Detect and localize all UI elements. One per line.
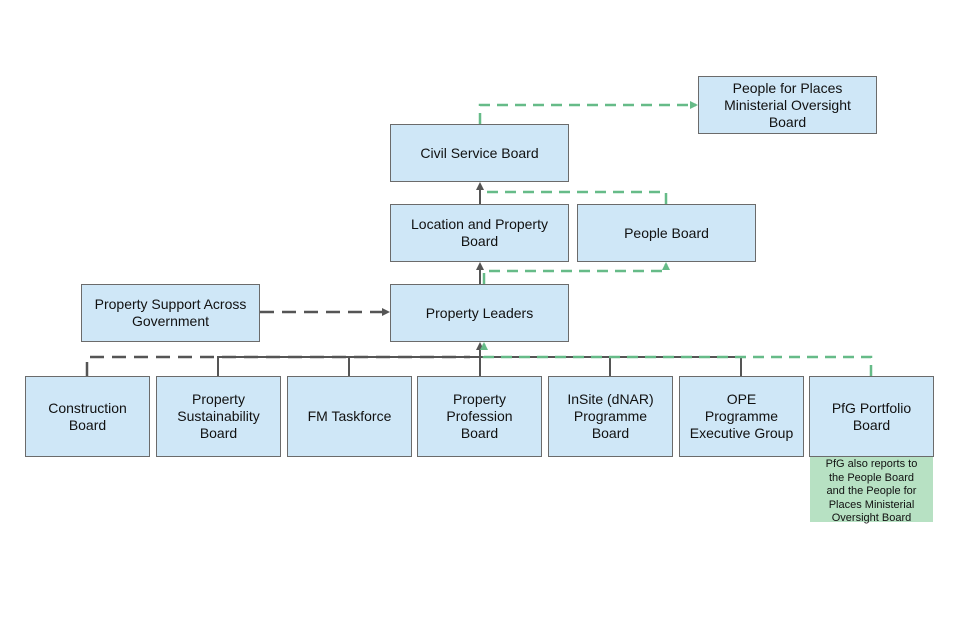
node-property-leaders: Property Leaders: [390, 284, 569, 342]
node-property-support-across-government: Property Support Across Government: [81, 284, 260, 342]
node-people-for-places-board: People for Places Ministerial Oversight …: [698, 76, 877, 134]
node-ope-programme-executive-group: OPE Programme Executive Group: [679, 376, 804, 457]
node-construction-board: Construction Board: [25, 376, 150, 457]
connector-people-board-to-civil-service: [484, 190, 668, 204]
connector-board-bus-solid: [217, 346, 742, 376]
node-pfg-portfolio-board: PfG Portfolio Board: [809, 376, 934, 457]
connector-civil-service-to-people-for-places: [478, 101, 698, 124]
node-fm-taskforce: FM Taskforce: [287, 376, 412, 457]
node-property-sustainability-board: Property Sustainability Board: [156, 376, 281, 457]
node-insite-programme-board: InSite (dNAR) Programme Board: [548, 376, 673, 457]
connector-construction-dashed: [85, 355, 470, 376]
pfg-reporting-note: PfG also reports to the People Board and…: [810, 457, 933, 524]
node-civil-service-board: Civil Service Board: [390, 124, 569, 182]
connector-property-leaders-to-people-board: [482, 262, 670, 284]
node-location-property-board: Location and Property Board: [390, 204, 569, 262]
connector-pfg-dashed: [480, 342, 873, 376]
node-people-board: People Board: [577, 204, 756, 262]
node-property-profession-board: Property Profession Board: [417, 376, 542, 457]
